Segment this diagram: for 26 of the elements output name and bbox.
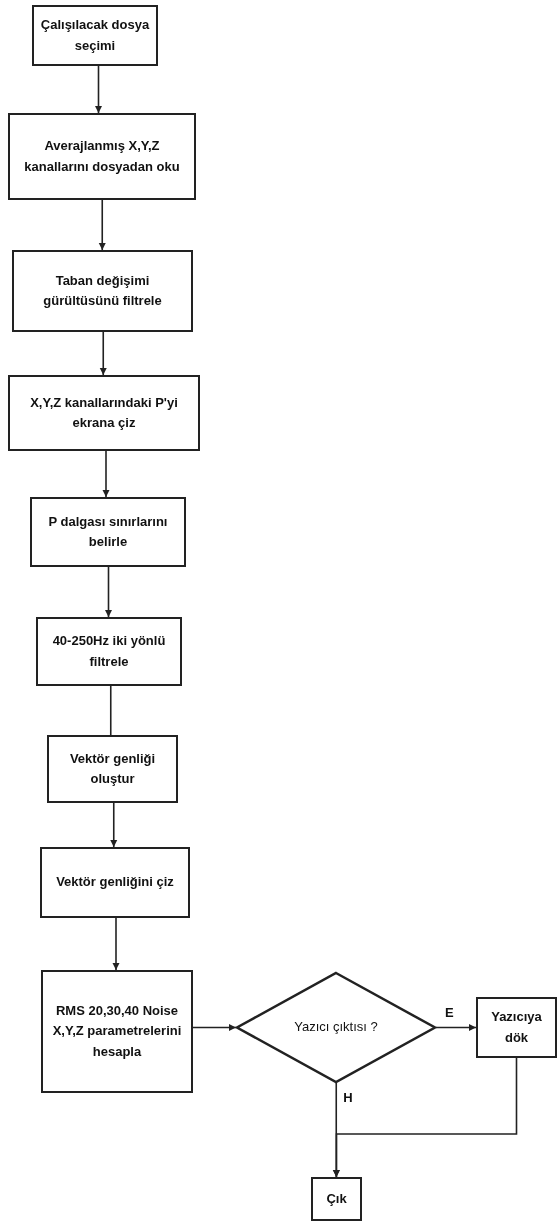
- process-box: P dalgası sınırlarını belirle: [30, 497, 186, 567]
- process-box: RMS 20,30,40 Noise X,Y,Z parametrelerini hesapla: [41, 970, 193, 1093]
- arrow: [95, 65, 102, 114]
- arrow: [99, 331, 107, 376]
- process-box: Averajlanmış X,Y,Z kanallarını dosyadan oku: [8, 113, 196, 200]
- arrow: [102, 450, 110, 498]
- process-box: Çık: [311, 1177, 362, 1221]
- process-box: Vektör genliği oluştur: [47, 735, 178, 803]
- edge-label: E: [444, 1005, 455, 1020]
- arrow: [332, 1082, 340, 1178]
- arrow: [435, 1024, 477, 1031]
- process-box: Vektör genliğini çiz: [40, 847, 190, 918]
- process-box: Çalışılacak dosya seçimi: [32, 5, 158, 66]
- process-box: 40-250Hz iki yönlü filtrele: [36, 617, 182, 686]
- arrow: [112, 917, 120, 971]
- arrow: [98, 199, 106, 251]
- decision-diamond: [236, 972, 436, 1083]
- arrow: [105, 566, 112, 618]
- arrow: [110, 802, 118, 848]
- process-box: X,Y,Z kanallarındaki P'yi ekrana çiz: [8, 375, 200, 451]
- connector-line: [109, 685, 112, 736]
- process-box: Taban değişimi gürültüsünü filtrele: [12, 250, 193, 332]
- arrow: [333, 1057, 518, 1178]
- decision-text: Yazıcı çıktısı ?: [294, 1018, 378, 1037]
- arrow: [192, 1024, 237, 1031]
- process-box: Yazıcıya dök: [476, 997, 557, 1058]
